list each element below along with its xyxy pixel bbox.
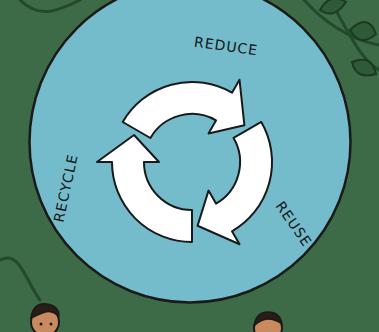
recycle-circle: REDUCEREUSERECYCLE — [28, 0, 352, 304]
person-figure — [31, 304, 59, 332]
person-figure — [254, 312, 282, 332]
circle-outline — [28, 0, 352, 304]
